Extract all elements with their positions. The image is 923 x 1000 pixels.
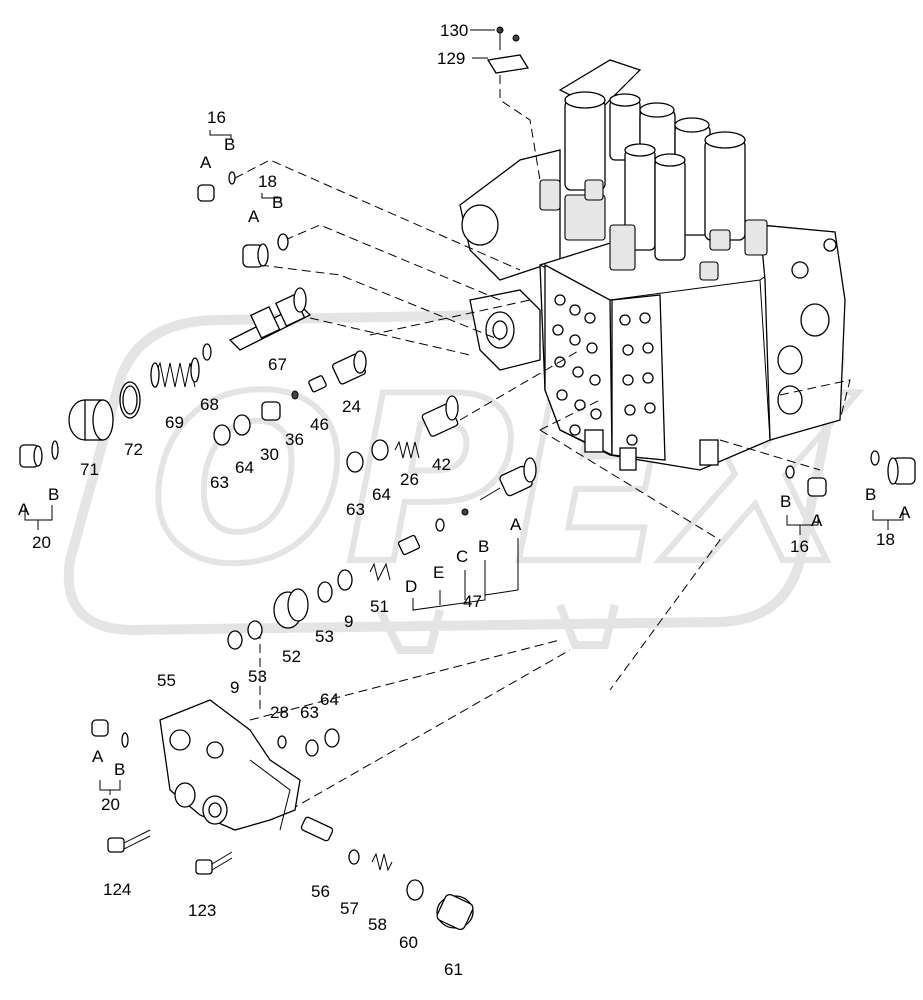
parts-right-plugs	[785, 450, 916, 497]
label-18-right: 18	[876, 530, 895, 549]
parts-middle	[213, 350, 459, 473]
label-123: 123	[188, 901, 216, 920]
label-D-47: D	[405, 577, 417, 596]
label-16-top: 16	[207, 108, 226, 127]
spring-69	[150, 357, 200, 388]
label-68: 68	[200, 395, 219, 414]
label-124: 124	[103, 880, 131, 899]
label-28: 28	[270, 703, 289, 722]
label-63-b: 63	[346, 500, 365, 519]
label-42: 42	[432, 455, 451, 474]
label-61: 61	[444, 960, 463, 979]
label-A-16-right: A	[811, 511, 823, 530]
parts-left-spool	[19, 287, 312, 468]
part-labels: 130 129 16 A B 18 A B 67 68 69 72 71 B A…	[18, 21, 911, 979]
relief-valve-towers	[539, 59, 768, 281]
label-B-18-right: B	[865, 485, 876, 504]
label-72: 72	[124, 440, 143, 459]
label-A-20-low: A	[92, 747, 104, 766]
label-A-18-right: A	[899, 503, 911, 522]
parts-top-left-plugs	[197, 171, 289, 268]
leader-lines	[234, 159, 851, 811]
label-A-16-top: A	[200, 153, 212, 172]
label-A-47: A	[510, 515, 522, 534]
label-55: 55	[157, 671, 176, 690]
label-30: 30	[260, 445, 279, 464]
label-A-18-top: A	[248, 207, 260, 226]
label-51: 51	[370, 597, 389, 616]
label-60: 60	[399, 933, 418, 952]
label-leaders	[24, 130, 904, 795]
label-56: 56	[311, 882, 330, 901]
label-B-18-top: B	[272, 193, 283, 212]
label-71: 71	[80, 460, 99, 479]
label-16-right: 16	[790, 537, 809, 556]
label-64-b: 64	[372, 485, 391, 504]
label-20-low: 20	[101, 795, 120, 814]
label-69: 69	[165, 413, 184, 432]
label-A-20: A	[18, 500, 30, 519]
label-9-b: 9	[230, 678, 239, 697]
control-valve-body	[459, 59, 846, 471]
label-9-a: 9	[344, 612, 353, 631]
label-53-a: 53	[315, 627, 334, 646]
label-20: 20	[32, 533, 51, 552]
label-53-b: 53	[248, 667, 267, 686]
label-24: 24	[342, 397, 361, 416]
label-67: 67	[268, 355, 287, 374]
label-52: 52	[282, 647, 301, 666]
label-B-16-right: B	[780, 492, 791, 511]
label-18-top: 18	[258, 172, 277, 191]
label-B-47: B	[478, 537, 489, 556]
label-C-47: C	[456, 547, 468, 566]
label-63-c: 63	[300, 703, 319, 722]
label-64-a: 64	[235, 458, 254, 477]
label-B-20-low: B	[114, 760, 125, 779]
label-E-47: E	[433, 563, 444, 582]
label-129: 129	[437, 49, 465, 68]
parts-47-group	[227, 457, 537, 650]
label-130: 130	[440, 21, 468, 40]
label-26: 26	[400, 470, 419, 489]
label-63-a: 63	[210, 473, 229, 492]
label-57: 57	[340, 899, 359, 918]
label-46: 46	[310, 415, 329, 434]
lower-housing-assembly	[91, 699, 474, 931]
label-B-16-top: B	[224, 135, 235, 154]
label-64-c: 64	[320, 690, 339, 709]
label-B-20: B	[48, 485, 59, 504]
label-36: 36	[285, 430, 304, 449]
part-129-130-plate	[470, 26, 541, 181]
label-58: 58	[368, 915, 387, 934]
